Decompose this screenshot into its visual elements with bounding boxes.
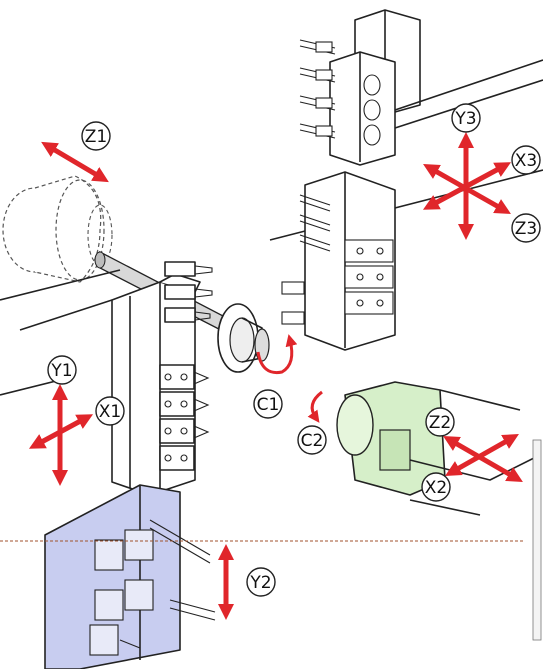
- label-z2: Z2: [425, 407, 455, 437]
- svg-text:Y2: Y2: [249, 573, 271, 593]
- x1-axis-arrow: [28, 414, 94, 449]
- c2-rotation-arrow: [307, 390, 323, 423]
- z1-axis-arrow: [41, 141, 109, 183]
- label-y1: Y1: [47, 355, 77, 385]
- label-c1: C1: [253, 389, 283, 419]
- upper-right-gang-tool-post: [269, 9, 543, 351]
- upper-left-tool-block: [111, 261, 213, 496]
- z3-axis-arrow: [423, 164, 511, 214]
- main-spindle-headstock: [2, 175, 113, 283]
- axis-arrows: [28, 131, 523, 621]
- svg-text:X3: X3: [515, 151, 537, 171]
- axis-labels: Z1 Y1 X1 C1 Y2 C2 Z2 X2: [47, 103, 541, 597]
- x2-axis-arrow: [445, 434, 519, 476]
- label-c2: C2: [297, 425, 327, 455]
- main-bed-lines: [0, 269, 121, 396]
- label-z3: Z3: [511, 213, 541, 243]
- svg-text:X2: X2: [425, 478, 447, 498]
- label-x3: X3: [511, 145, 541, 175]
- label-x1: X1: [95, 396, 125, 426]
- svg-text:Y3: Y3: [454, 109, 476, 129]
- svg-text:C2: C2: [301, 431, 324, 451]
- chuck-flange: [217, 303, 270, 373]
- svg-text:Z1: Z1: [85, 127, 107, 147]
- svg-text:Y1: Y1: [50, 361, 72, 381]
- label-z1: Z1: [81, 121, 111, 151]
- lower-tool-block: [44, 484, 216, 669]
- label-y3: Y3: [451, 103, 481, 133]
- svg-text:X1: X1: [99, 402, 121, 422]
- label-x2: X2: [421, 472, 451, 502]
- svg-text:Z2: Z2: [429, 413, 451, 433]
- sub-spindle: [336, 381, 541, 516]
- rotation-arrows: [256, 334, 323, 423]
- svg-text:Z3: Z3: [515, 219, 537, 239]
- c1-rotation-arrow: [256, 334, 298, 375]
- label-y2: Y2: [246, 567, 276, 597]
- svg-text:C1: C1: [257, 395, 280, 415]
- right-edge-bar: [532, 439, 542, 641]
